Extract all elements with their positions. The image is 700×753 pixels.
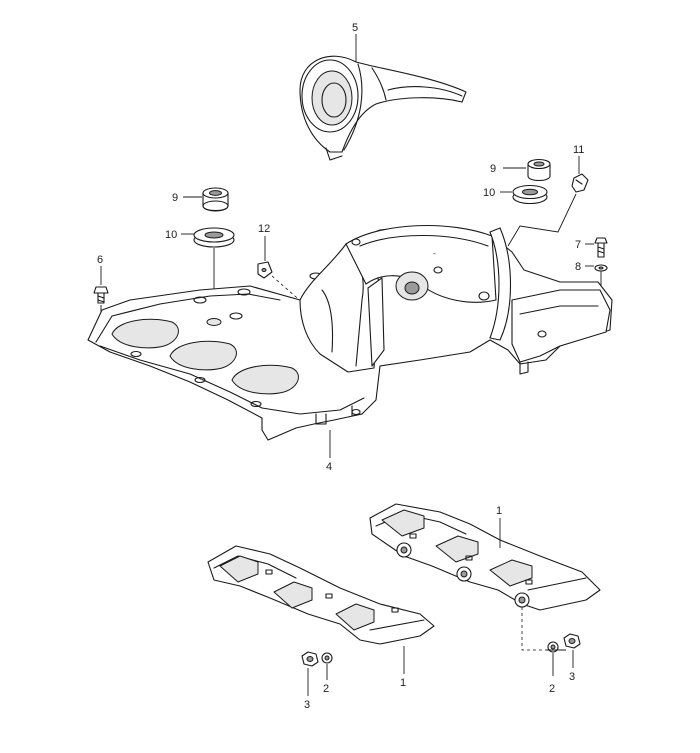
callout-8: 8 [575,261,581,273]
cylinder-cover-plate-right [369,503,601,611]
hex-nut-3-right [563,633,581,649]
callout-3-right: 3 [569,671,575,683]
callout-5: 5 [352,22,358,34]
assembly-axis-12 [271,275,321,319]
fan-shroud-housing-part: - [87,224,613,441]
callout-9-left: 9 [172,192,178,204]
callout-12: 12 [258,223,270,235]
hex-bolt-6 [93,286,109,304]
callout-7: 7 [575,239,581,251]
assembly-axis-right-fasteners [521,607,548,651]
washer-2-left [321,652,333,664]
callout-1-right: 1 [496,505,502,517]
callout-9-right: 9 [490,163,496,175]
cylinder-cover-plate-left [207,545,435,645]
rubber-grommet-left-10 [193,227,235,248]
callout-3-left: 3 [304,699,310,711]
rubber-grommet-right-10 [512,184,548,205]
callout-6: 6 [97,254,103,266]
rubber-grommet-left-9 [202,187,229,212]
callout-10-right: 10 [483,187,495,199]
retaining-clip-12 [257,261,273,279]
leader-line-11-to-housing [507,193,577,247]
callout-4: 4 [326,461,332,473]
hex-bolt-7 [594,237,608,258]
hex-nut-3-left [301,651,319,667]
air-duct-cover-part [299,55,467,161]
washer-2-right [547,641,559,653]
housing-marking: - [433,249,436,258]
washer-8 [594,264,608,272]
callout-11: 11 [573,144,584,156]
rubber-grommet-right-9 [527,158,551,182]
callout-10-left: 10 [165,229,177,241]
callout-2-left: 2 [323,683,329,695]
retaining-clip-11 [571,173,589,193]
callout-1-left: 1 [400,677,406,689]
callout-2-right: 2 [549,683,555,695]
